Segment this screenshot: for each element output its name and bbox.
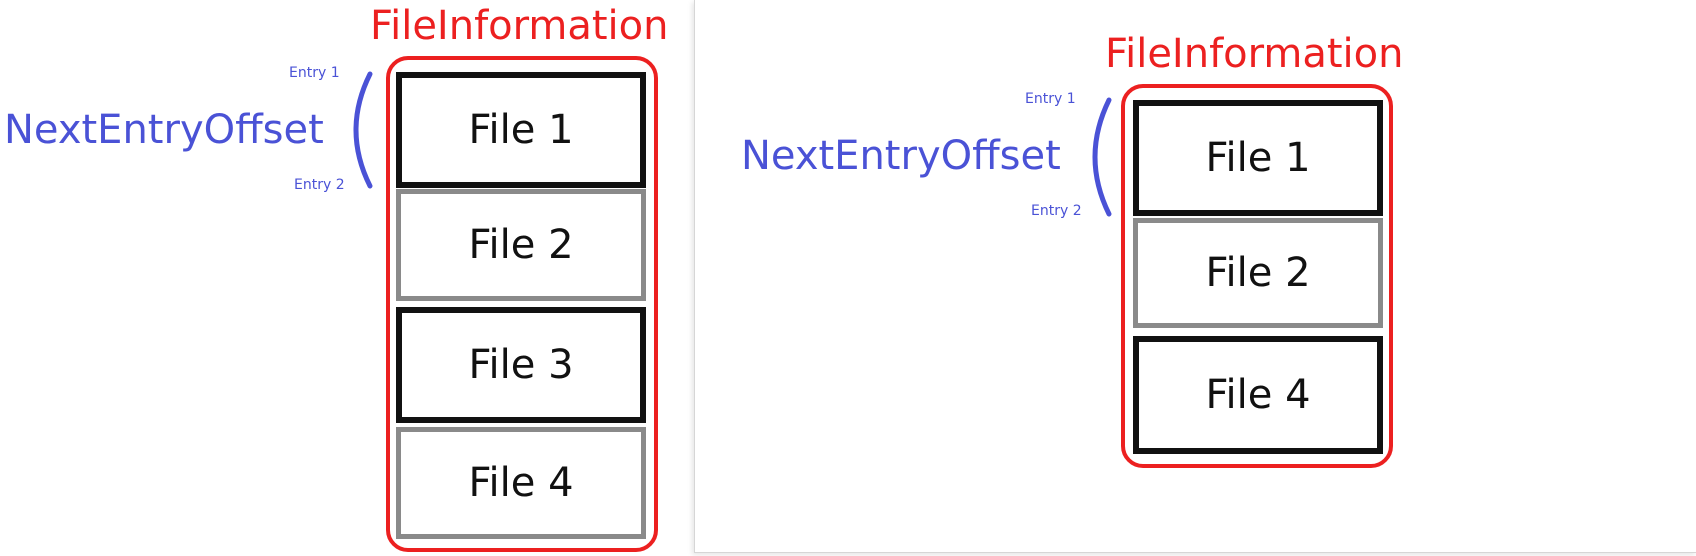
file-entry-box: File 1 xyxy=(1133,100,1383,216)
file-entry-box: File 1 xyxy=(396,72,646,188)
offset-brace-icon xyxy=(1092,97,1112,217)
file-entry-label: File 4 xyxy=(1205,372,1311,418)
file-entry-box: File 3 xyxy=(396,307,646,423)
file-entry-label: File 4 xyxy=(468,460,574,506)
file-information-title: FileInformation xyxy=(370,3,669,49)
right-diagram-panel: FileInformation Entry 1 NextEntryOffset … xyxy=(694,0,1696,553)
file-information-container xyxy=(386,56,658,552)
file-information-container xyxy=(1121,84,1393,468)
next-entry-offset-label: NextEntryOffset xyxy=(741,133,1061,179)
file-entry-box: File 2 xyxy=(396,189,646,301)
offset-brace-icon xyxy=(353,71,373,189)
file-entry-box: File 4 xyxy=(396,427,646,539)
file-information-title: FileInformation xyxy=(1105,31,1404,77)
file-entry-label: File 2 xyxy=(468,222,574,268)
next-entry-offset-label: NextEntryOffset xyxy=(4,107,324,153)
entry-1-label: Entry 1 xyxy=(1025,91,1076,107)
left-diagram-panel: FileInformation Entry 1 NextEntryOffset … xyxy=(0,0,692,556)
file-entry-box: File 2 xyxy=(1133,218,1383,328)
entry-1-label: Entry 1 xyxy=(289,65,340,81)
file-entry-label: File 3 xyxy=(468,342,574,388)
file-entry-label: File 2 xyxy=(1205,250,1311,296)
file-entry-label: File 1 xyxy=(1205,135,1311,181)
file-entry-box: File 4 xyxy=(1133,336,1383,454)
entry-2-label: Entry 2 xyxy=(294,177,345,193)
file-entry-label: File 1 xyxy=(468,107,574,153)
entry-2-label: Entry 2 xyxy=(1031,203,1082,219)
